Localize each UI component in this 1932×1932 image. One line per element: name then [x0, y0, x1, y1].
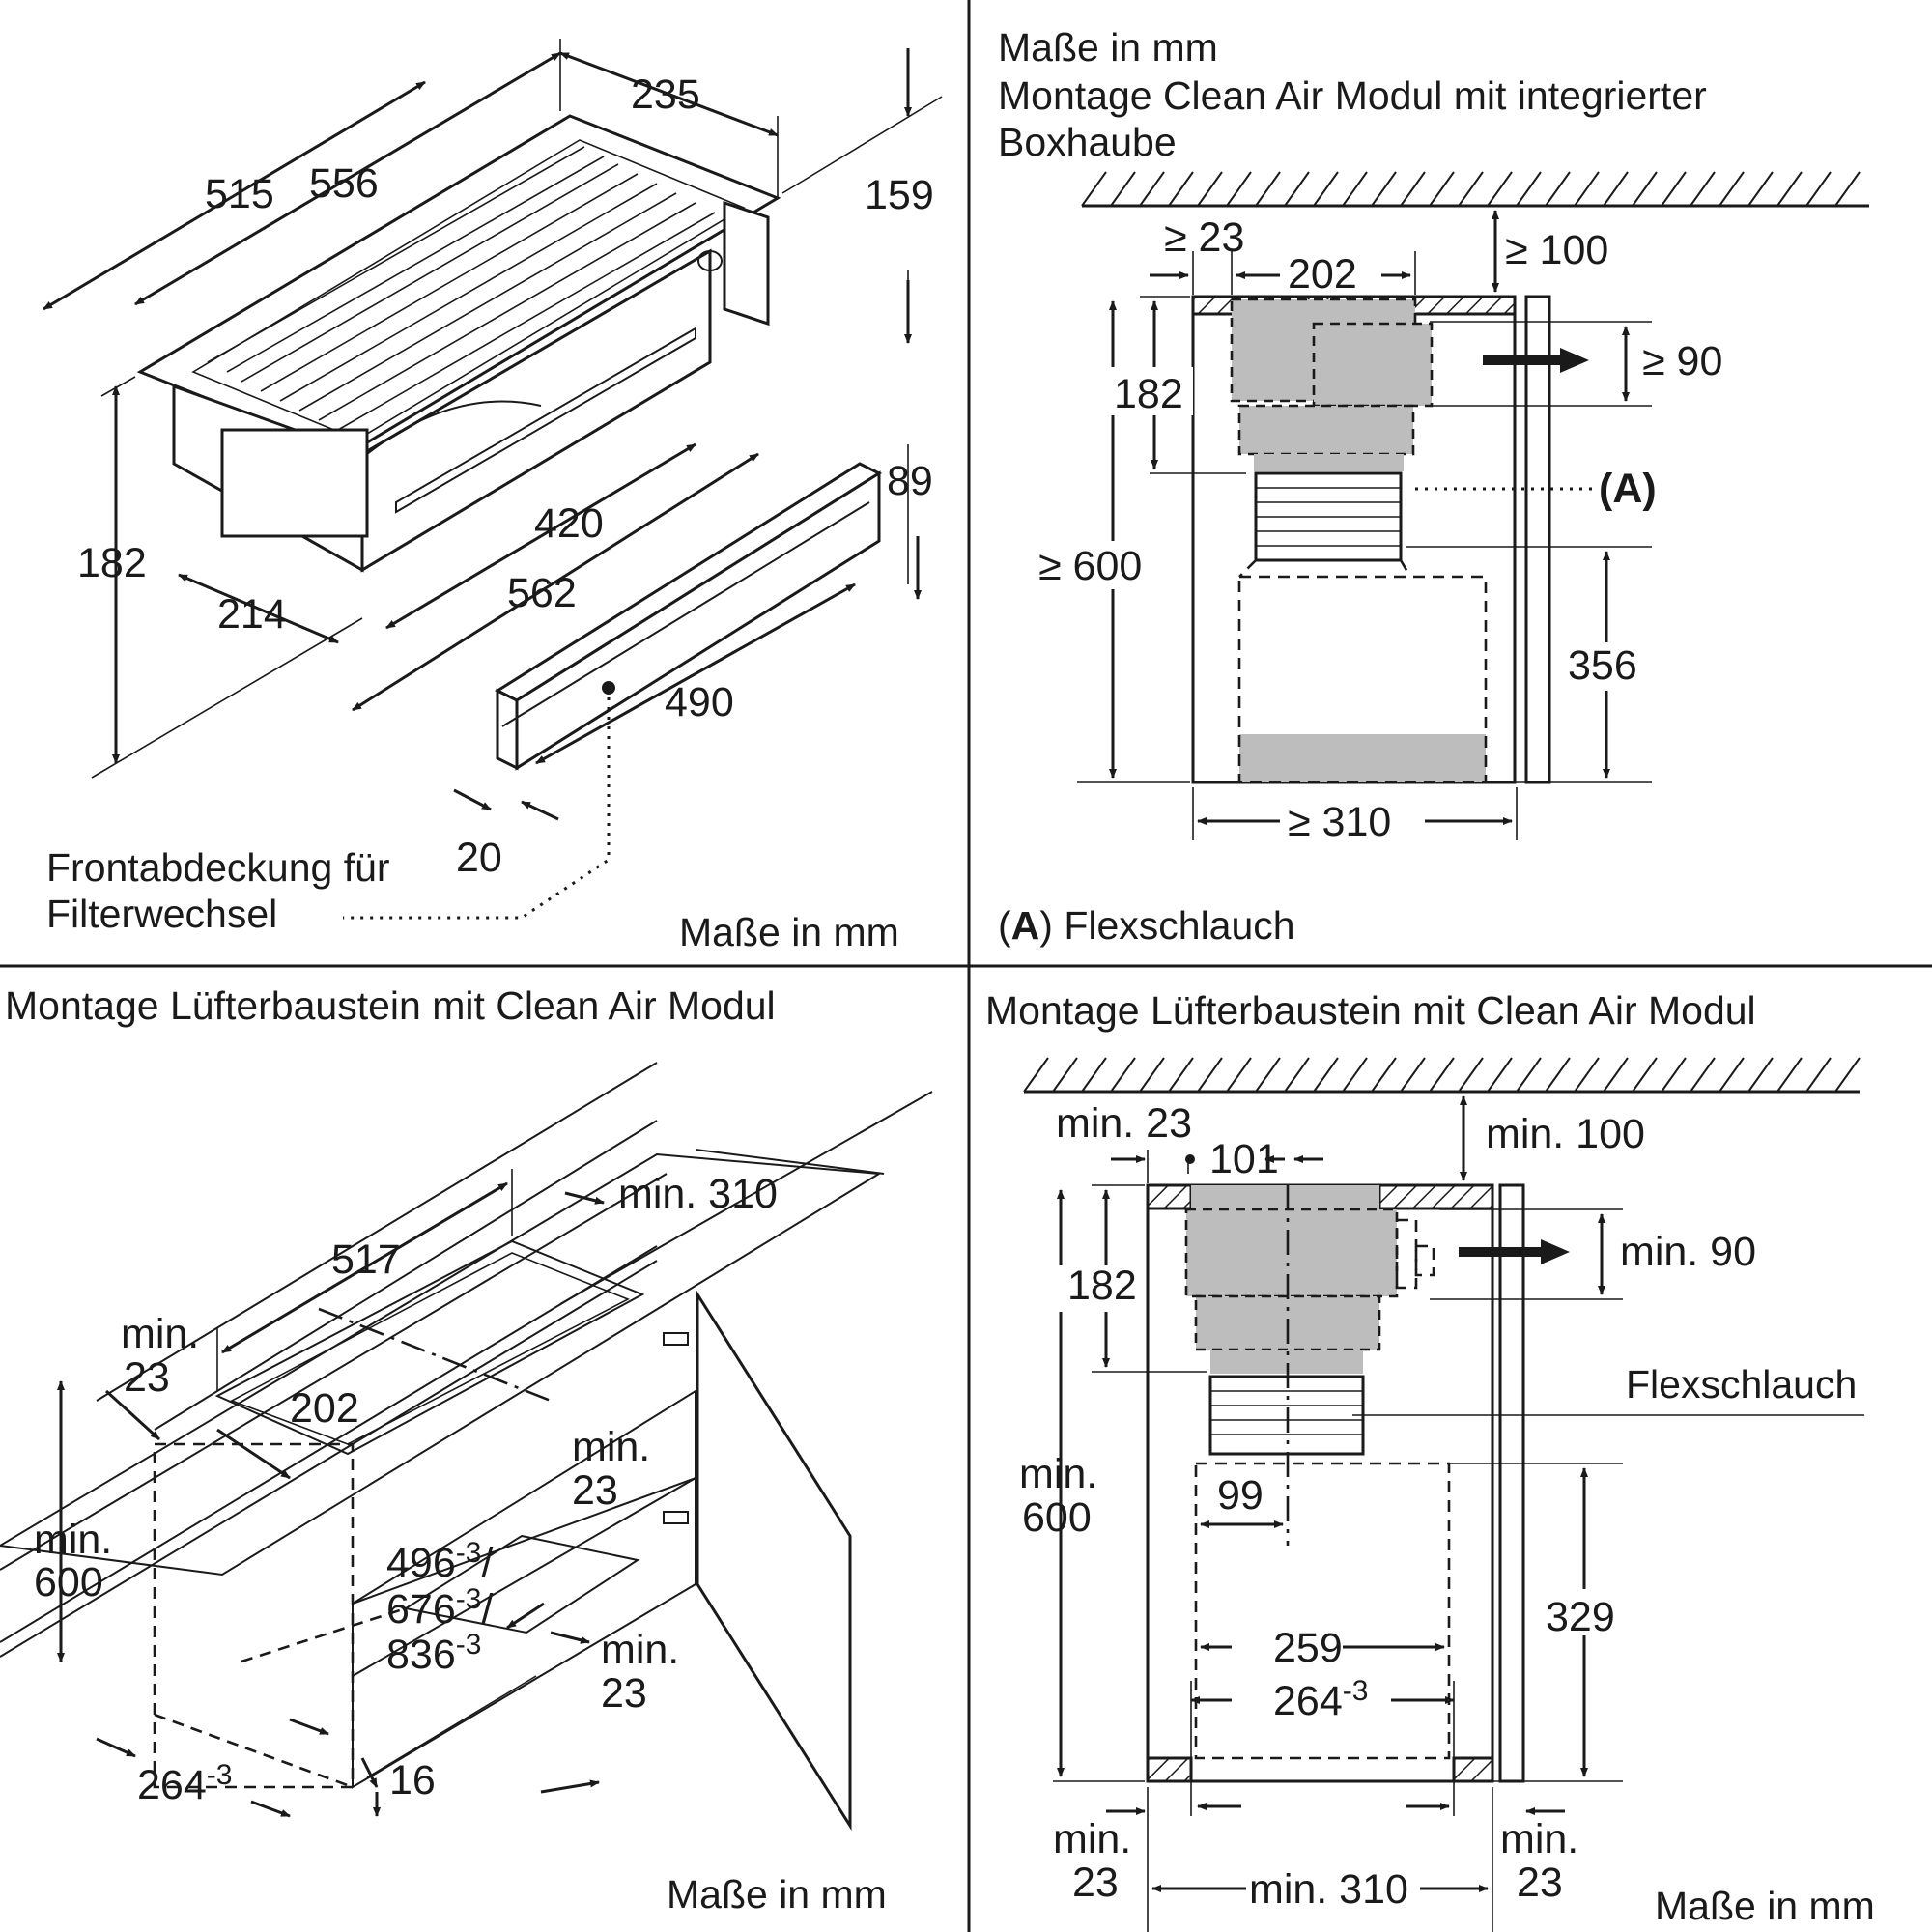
- dim-264: 264-3: [1273, 1675, 1368, 1724]
- dimension-lines: [57, 1169, 605, 1818]
- front-cover-label-2: Filterwechsel: [46, 892, 277, 936]
- panel-bottom-left: Montage Lüfterbaustein mit Clean Air Mod…: [0, 983, 933, 1917]
- dim-min23-left-2: 23: [1072, 1860, 1119, 1906]
- dim-min310: ≥ 310: [1288, 799, 1391, 845]
- dim-264: 264-3: [137, 1759, 232, 1808]
- dim-min600-1: min.: [34, 1517, 112, 1563]
- dimension-lines: [43, 39, 943, 821]
- units-title: Maße in mm: [998, 25, 1218, 70]
- dim-min23-right-2: 23: [1517, 1860, 1563, 1906]
- title-line-2: Montage Clean Air Modul mit integrierter: [998, 73, 1707, 118]
- callout-a: (A): [1599, 466, 1657, 512]
- cabinet: [1146, 1183, 1570, 1783]
- dim-min600-2: 600: [1022, 1494, 1092, 1541]
- dim-329: 329: [1546, 1594, 1615, 1640]
- dim-214: 214: [217, 591, 287, 638]
- dim-min23: ≥ 23: [1164, 214, 1244, 261]
- dim-min23-left-1: min.: [1053, 1816, 1131, 1862]
- dim-99: 99: [1217, 1472, 1264, 1519]
- title-line-3: Boxhaube: [998, 120, 1177, 164]
- dim-182: 182: [1067, 1263, 1137, 1309]
- dim-89: 89: [887, 458, 933, 504]
- door: [663, 1289, 852, 1832]
- legend-text: Flexschlauch: [1064, 903, 1294, 948]
- dim-515: 515: [205, 171, 274, 217]
- dim-min310: min. 310: [618, 1171, 778, 1217]
- dim-182: 182: [1114, 371, 1183, 417]
- title: Montage Lüfterbaustein mit Clean Air Mod…: [5, 983, 776, 1028]
- dim-min90: min. 90: [1620, 1229, 1756, 1275]
- dim-min23: min. 23: [1056, 1100, 1192, 1147]
- dim-676: 676-3/: [386, 1583, 493, 1633]
- dimension-lines: [1053, 1095, 1864, 1932]
- dim-min600-2: 600: [34, 1559, 103, 1605]
- dim-517: 517: [331, 1236, 401, 1283]
- flex-hose: [1254, 471, 1403, 562]
- dim-496: 496-3/: [386, 1537, 493, 1586]
- dim-16: 16: [389, 1757, 436, 1804]
- dim-min600: ≥ 600: [1038, 543, 1142, 589]
- dim-min23-b1: min.: [572, 1424, 650, 1470]
- legend-a: (A) Flexschlauch: [998, 903, 1295, 948]
- dim-min310: min. 310: [1249, 1866, 1408, 1913]
- dim-20: 20: [456, 835, 502, 881]
- dim-235: 235: [631, 71, 700, 118]
- dim-min23-c1: min.: [601, 1627, 679, 1673]
- ceiling: [1081, 171, 1869, 208]
- dim-562: 562: [507, 570, 577, 616]
- dim-556: 556: [309, 160, 379, 207]
- dim-202: 202: [1288, 251, 1357, 298]
- dim-202: 202: [290, 1385, 359, 1432]
- panel-top-left: 235 515 556 159 182 420 89 214 562 490 2…: [43, 39, 943, 954]
- dim-min23-a2: 23: [124, 1354, 170, 1401]
- dim-490: 490: [665, 679, 734, 725]
- units-label: Maße in mm: [667, 1872, 887, 1917]
- front-cover-label-1: Frontabdeckung für: [46, 845, 390, 890]
- panel-top-right: Maße in mm Montage Clean Air Modul mit i…: [998, 25, 1869, 948]
- dim-182: 182: [77, 540, 147, 586]
- dim-259: 259: [1273, 1625, 1343, 1671]
- dim-min23-right-1: min.: [1500, 1816, 1578, 1862]
- dim-159: 159: [865, 172, 934, 218]
- cutout: [214, 1239, 645, 1456]
- cabinet: [1191, 295, 1589, 784]
- ceiling: [1023, 1057, 1861, 1094]
- panel-bottom-right: Montage Lüfterbaustein mit Clean Air Mod…: [985, 988, 1875, 1932]
- dim-356: 356: [1568, 642, 1637, 689]
- dim-min23-a1: min.: [121, 1311, 199, 1357]
- units-label: Maße in mm: [679, 910, 899, 954]
- flex-label: Flexschlauch: [1626, 1362, 1857, 1406]
- cabinet-body: [153, 1389, 696, 1789]
- units-label: Maße in mm: [1655, 1884, 1875, 1928]
- dim-min23-b2: 23: [572, 1467, 618, 1514]
- legend-letter: A: [1011, 903, 1040, 948]
- title: Montage Lüfterbaustein mit Clean Air Mod…: [985, 988, 1756, 1033]
- dim-420: 420: [534, 500, 604, 547]
- dim-min600-1: min.: [1019, 1451, 1097, 1497]
- dim-min23-c2: 23: [601, 1670, 647, 1717]
- dim-min100: ≥ 100: [1505, 227, 1608, 273]
- dim-min100: min. 100: [1486, 1111, 1645, 1157]
- dim-836: 836-3: [386, 1629, 481, 1678]
- dim-min90: ≥ 90: [1642, 338, 1722, 384]
- dim-101: 101: [1209, 1136, 1279, 1182]
